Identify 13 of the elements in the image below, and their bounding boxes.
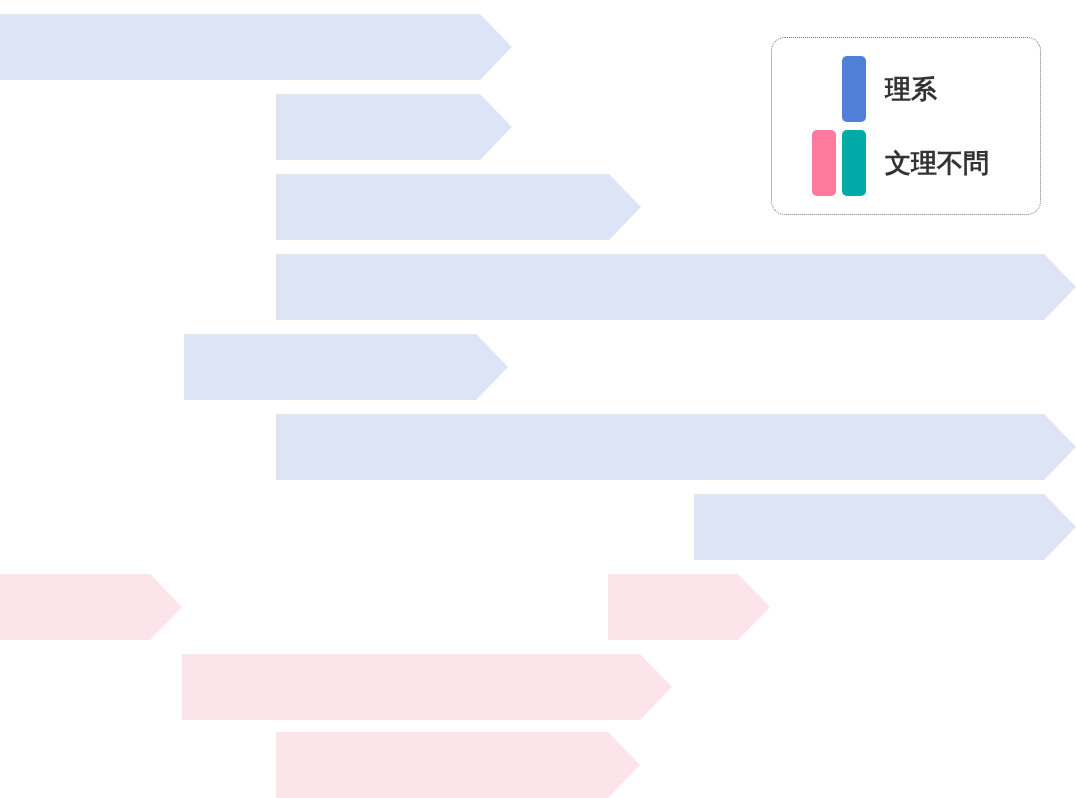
arrow-bar: [0, 14, 512, 80]
arrow-bar: [0, 574, 182, 640]
arrow-bar: [608, 574, 770, 640]
legend-label: 文理不問: [885, 148, 989, 178]
arrow-bar: [276, 414, 1076, 480]
arrow-bar: [276, 174, 641, 240]
arrow-bar: [276, 254, 1076, 320]
arrow-bar: [694, 494, 1076, 560]
arrow-bar: [276, 94, 512, 160]
arrow-bar: [184, 334, 508, 400]
legend-label: 理系: [885, 74, 937, 104]
arrow-bar: [276, 732, 640, 798]
arrow-bar: [182, 654, 672, 720]
